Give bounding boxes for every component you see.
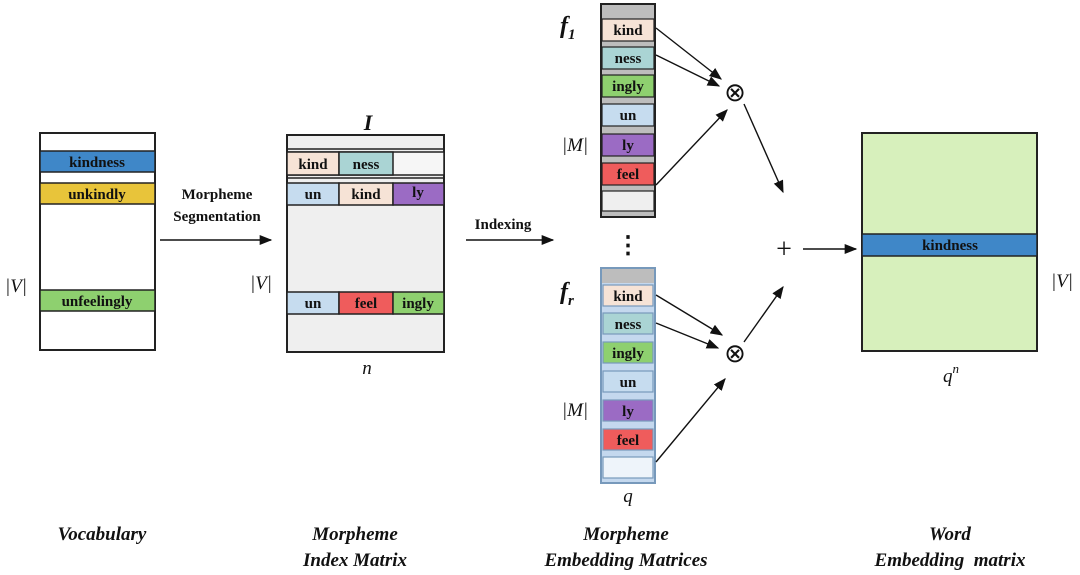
f1-morpheme: kind (613, 23, 643, 39)
f1-morpheme: ly (622, 138, 634, 154)
caption-embedding-line1: Morpheme (582, 524, 669, 545)
index-cell: un (305, 296, 322, 312)
word-embedding-row: kindness (922, 238, 978, 254)
index-cell: kind (298, 157, 328, 173)
segmentation-label-line2: Segmentation (173, 209, 261, 225)
index-matrix: kind ness un kind ly un feel ingly (286, 134, 445, 353)
index-cell: feel (355, 296, 377, 312)
vocab-row-unfeelingly: unfeelingly (39, 289, 156, 312)
fr-morpheme: ness (615, 317, 642, 333)
embedding-matrix-fr: kind ness ingly un ly feel (600, 267, 656, 484)
vocab-row-unkindly: unkindly (39, 182, 156, 205)
segmentation-label-line1: Morpheme (182, 187, 253, 203)
embedding-matrix-first-label: f1 (560, 13, 576, 43)
f1-morpheme: ness (615, 51, 642, 67)
index-cell: ly (412, 185, 424, 201)
caption-word-embedding-line1: Word (929, 524, 971, 545)
caption-embedding-line2: Embedding Matrices (543, 550, 707, 571)
product-operator-top: ⊗ (724, 78, 746, 107)
index-cell: kind (351, 187, 381, 203)
f1-morpheme: ingly (612, 79, 644, 95)
vocab-word: unfeelingly (62, 294, 133, 310)
fr-morpheme: kind (613, 289, 643, 305)
product-operator-bottom: ⊗ (724, 339, 746, 368)
index-cell: ness (353, 157, 380, 173)
word-embedding-matrix: kindness (861, 132, 1038, 352)
word-embedding-width-label: qn (943, 361, 959, 387)
fr-morpheme: feel (617, 433, 639, 449)
embedding-matrix-f1: kind ness ingly un ly feel (600, 3, 656, 218)
index-cell: un (305, 187, 322, 203)
ellipsis: ⋮ (616, 233, 640, 259)
caption-index-matrix-line2: Index Matrix (302, 550, 407, 571)
f1-morpheme: feel (617, 167, 639, 183)
fr-morpheme: un (620, 375, 637, 391)
caption-word-embedding-line2: Embedding matrix (874, 550, 1026, 571)
fr-morpheme: ly (622, 404, 634, 420)
fr-morpheme: ingly (612, 346, 644, 362)
vocab-word: unkindly (68, 187, 126, 203)
sum-operator: + (776, 234, 792, 265)
vocab-word: kindness (69, 155, 125, 171)
fr-width-label: q (623, 486, 633, 507)
index-size-label: |V| (250, 273, 272, 294)
caption-index-matrix-line1: Morpheme (311, 524, 398, 545)
index-width-label: n (362, 358, 372, 379)
word-embedding-size-label: |V| (1051, 271, 1073, 292)
fr-size-label: |M| (562, 400, 588, 421)
flow-arrows (655, 27, 858, 463)
index-cell: ingly (402, 296, 434, 312)
vocab-row-kindness: kindness (39, 150, 156, 173)
vocab-size-label: |V| (5, 276, 27, 297)
index-matrix-title: I (363, 110, 374, 135)
caption-vocabulary: Vocabulary (58, 524, 147, 545)
indexing-label: Indexing (475, 217, 532, 233)
f1-morpheme: un (620, 108, 637, 124)
vocabulary-matrix: kindness unkindly unfeelingly (39, 132, 156, 351)
f1-size-label: |M| (562, 135, 588, 156)
embedding-matrix-last-label: fr (560, 279, 574, 309)
